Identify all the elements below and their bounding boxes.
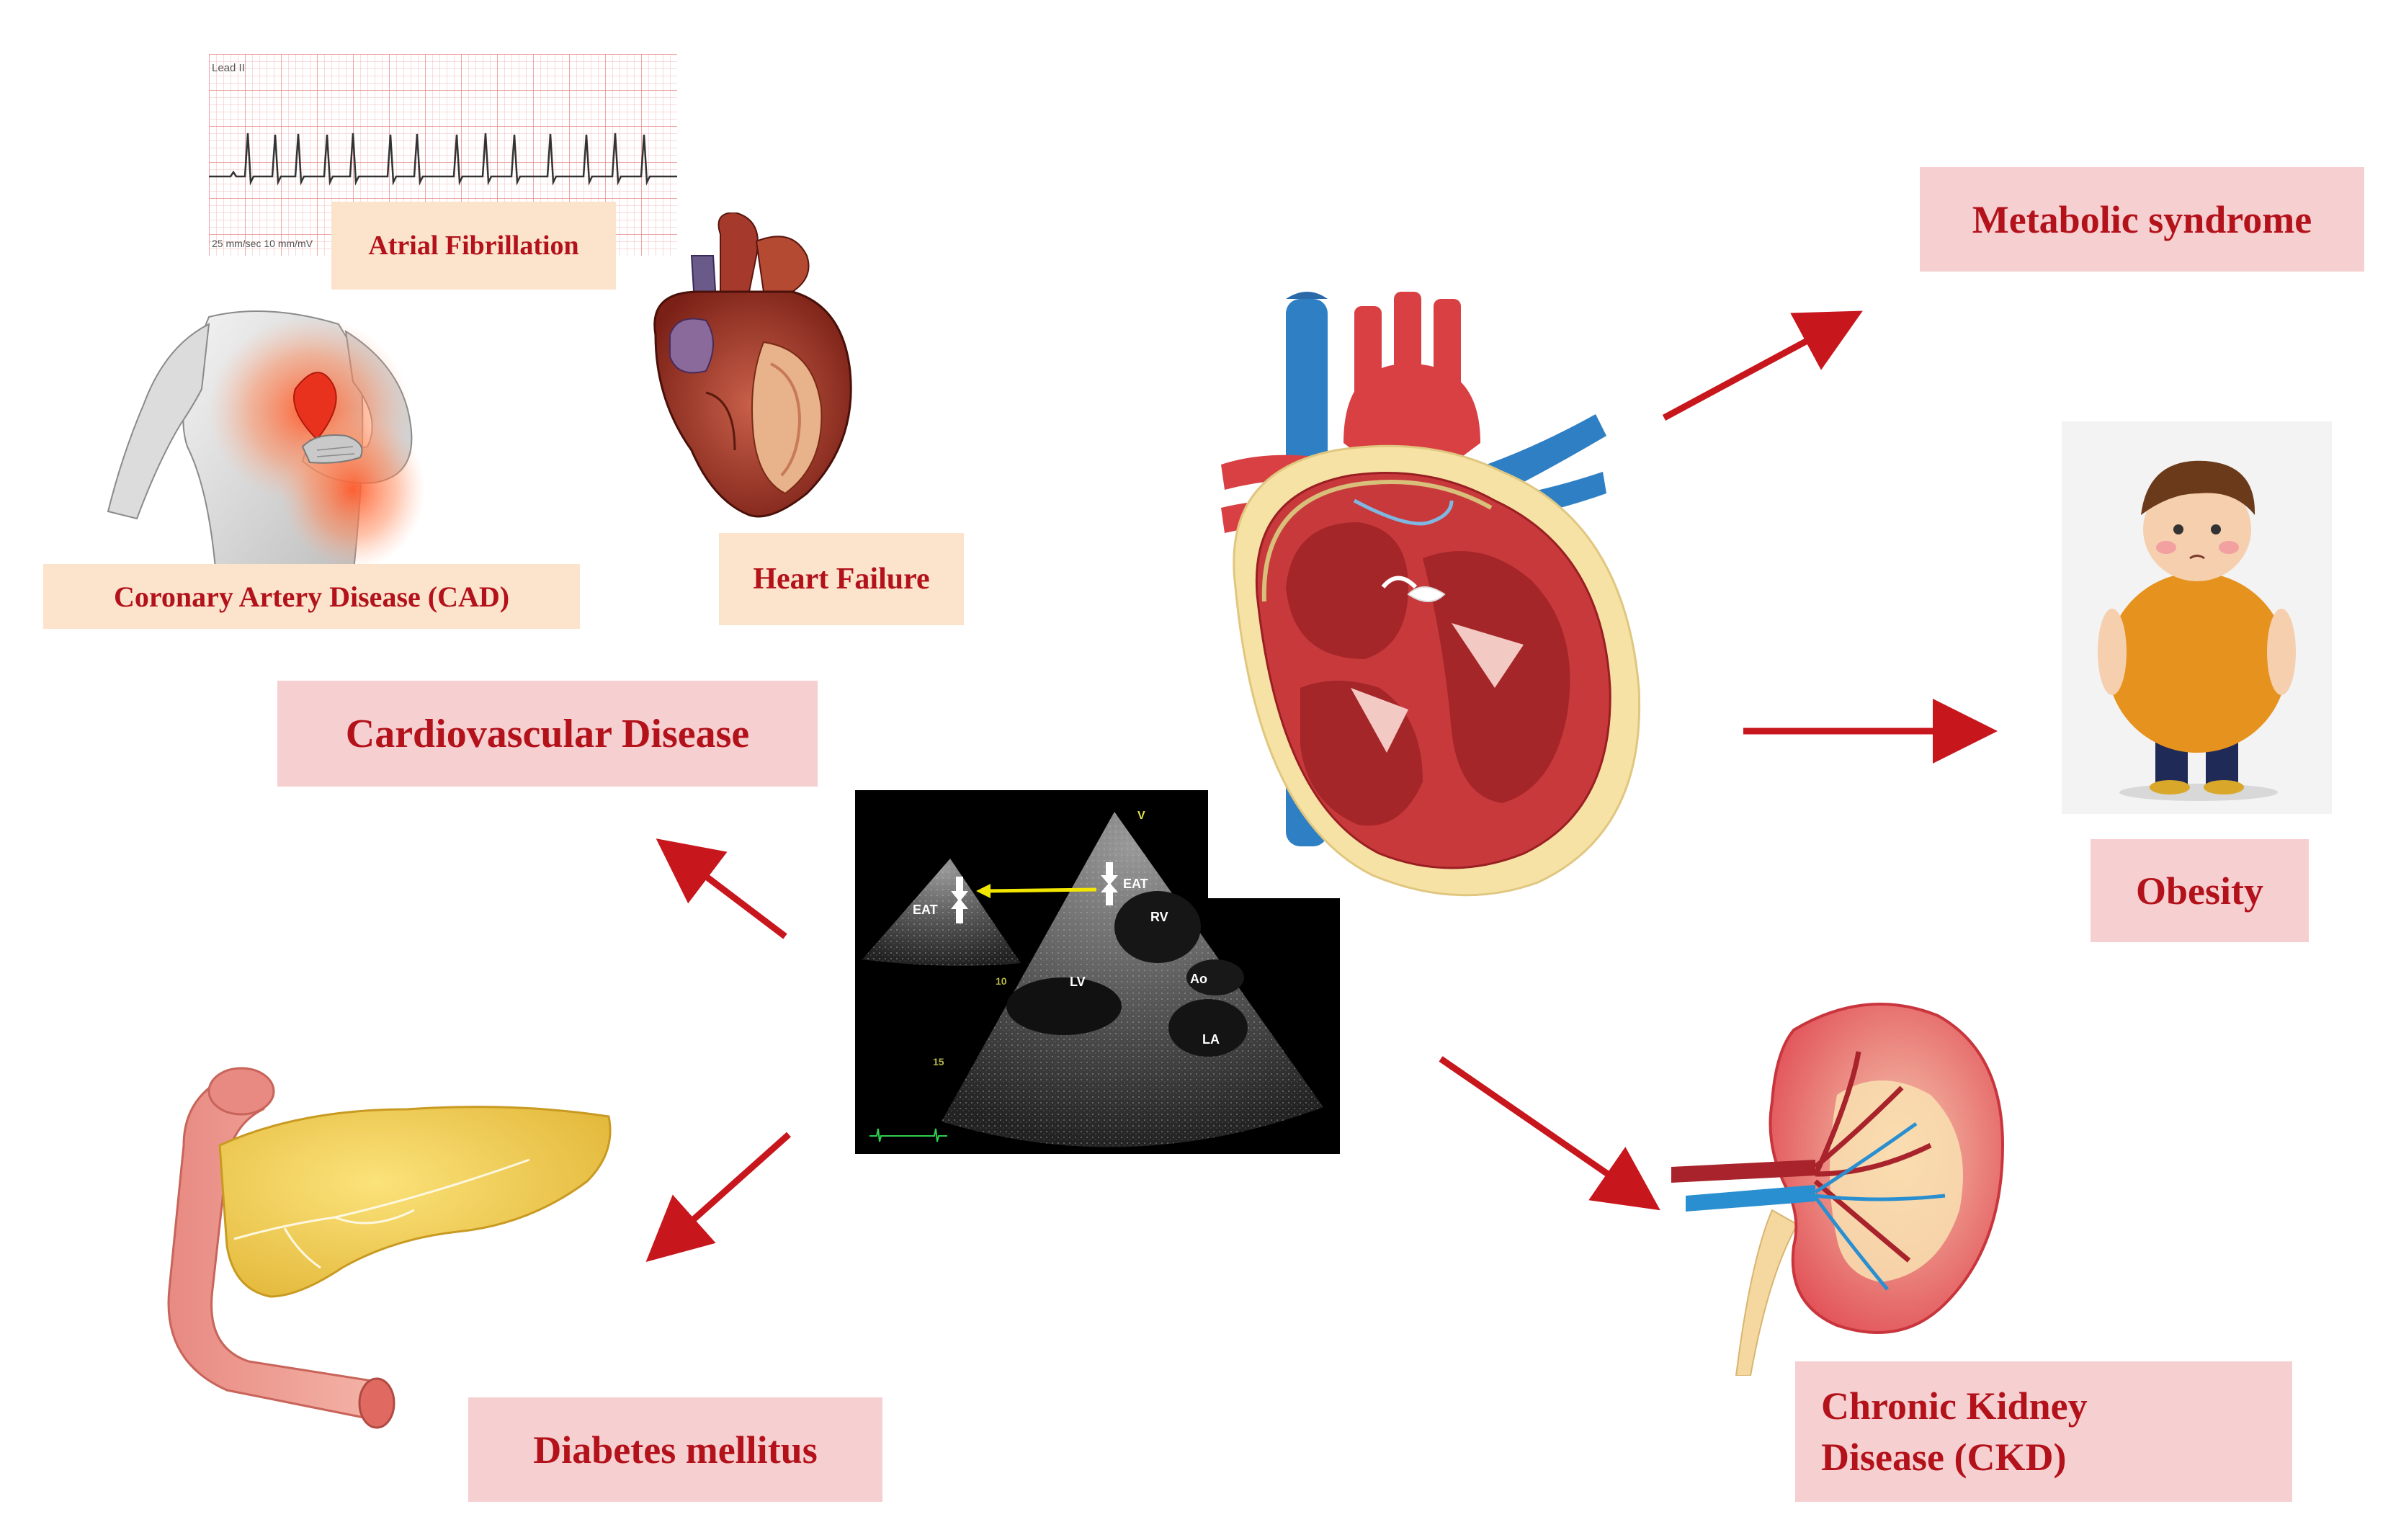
kidney-image xyxy=(1671,1003,2005,1376)
label-metabolic-syndrome: Metabolic syndrome xyxy=(1920,167,2364,272)
echocardiogram-image: EAT EAT RV LV Ao LA V 10 15 xyxy=(855,790,1340,1154)
echo-depth-15: 15 xyxy=(933,1056,944,1067)
echo-lv: LV xyxy=(1070,975,1086,989)
label-ckd-line1: Chronic Kidney xyxy=(1821,1384,2088,1428)
echo-rv: RV xyxy=(1150,910,1168,924)
arrow-to-metabolic-syndrome xyxy=(1662,310,1863,421)
echo-ao: Ao xyxy=(1190,972,1207,986)
echo-eat-left: EAT xyxy=(913,903,938,917)
label-heart-failure: Heart Failure xyxy=(719,533,964,625)
anatomical-heart-image xyxy=(653,212,852,518)
label-cardiovascular-disease: Cardiovascular Disease xyxy=(277,681,818,787)
label-diabetes-mellitus: Diabetes mellitus xyxy=(468,1397,882,1502)
label-atrial-fibrillation: Atrial Fibrillation xyxy=(331,202,616,290)
ecg-lead-label: Lead II xyxy=(212,62,245,74)
cross-section-heart-image xyxy=(1221,292,1641,897)
label-coronary-artery-disease: Coronary Artery Disease (CAD) xyxy=(43,564,580,629)
echo-v-marker: V xyxy=(1137,810,1145,822)
label-obesity: Obesity xyxy=(2091,839,2309,942)
chest-pain-figure-image xyxy=(107,310,425,576)
arrow-to-cardiovascular-disease xyxy=(656,838,787,939)
echo-la: LA xyxy=(1202,1032,1220,1047)
obese-child-image xyxy=(2062,421,2332,814)
pancreas-image xyxy=(167,1067,612,1429)
arrow-to-diabetes xyxy=(645,1132,791,1262)
echo-eat-right: EAT xyxy=(1123,877,1148,891)
ecg-strip-image: Lead II 25 mm/sec 10 mm/mV xyxy=(209,54,677,256)
label-ckd-line2: Disease (CKD) xyxy=(1821,1435,2067,1479)
arrow-to-ckd xyxy=(1439,1056,1660,1211)
ecg-speed-label: 25 mm/sec 10 mm/mV xyxy=(212,238,313,249)
label-chronic-kidney-disease: Chronic Kidney Disease (CKD) xyxy=(1795,1361,2292,1502)
echo-depth-10: 10 xyxy=(996,975,1007,987)
